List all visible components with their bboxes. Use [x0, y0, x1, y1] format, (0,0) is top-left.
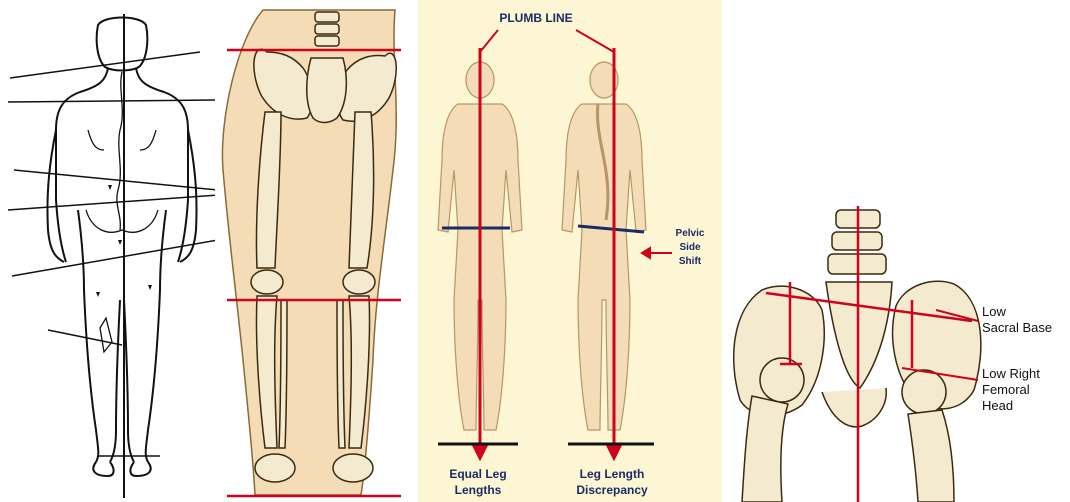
plumb-line-label: PLUMB LINE: [499, 11, 572, 25]
femoral-label-3: Head: [982, 398, 1013, 413]
sacral-label-1: Low: [982, 304, 1006, 319]
pelvis-closeup-panel: Low Sacral Base Low Right Femoral Head: [722, 0, 1070, 502]
discrepancy-caption-2: Discrepancy: [576, 483, 648, 497]
leg-skeleton-panel: [215, 0, 405, 502]
sacral-label-2: Sacral Base: [982, 320, 1052, 335]
pelvic-label-1: Pelvic: [676, 228, 705, 239]
pelvic-shift-arrow-icon: [642, 248, 672, 258]
discrepancy-figure: [562, 62, 646, 430]
posture-outline-figure: [0, 0, 215, 502]
pelvic-label-3: Shift: [679, 256, 702, 267]
discrepancy-caption-1: Leg Length: [580, 467, 645, 481]
leg-skeleton-figure: [215, 0, 405, 502]
posture-outline-panel: [0, 0, 215, 502]
plumb-line-figure: PLUMB LINE Pelvic Side Shift Equal Leg L…: [418, 0, 722, 502]
equal-leg-caption-2: Lengths: [455, 483, 502, 497]
equal-leg-caption-1: Equal Leg: [449, 467, 506, 481]
femoral-label-1: Low Right: [982, 366, 1040, 381]
plumb-line-panel: PLUMB LINE Pelvic Side Shift Equal Leg L…: [418, 0, 722, 502]
femoral-label-2: Femoral: [982, 382, 1030, 397]
pelvic-label-2: Side: [679, 242, 701, 253]
pelvis-closeup-figure: Low Sacral Base Low Right Femoral Head: [722, 0, 1070, 502]
